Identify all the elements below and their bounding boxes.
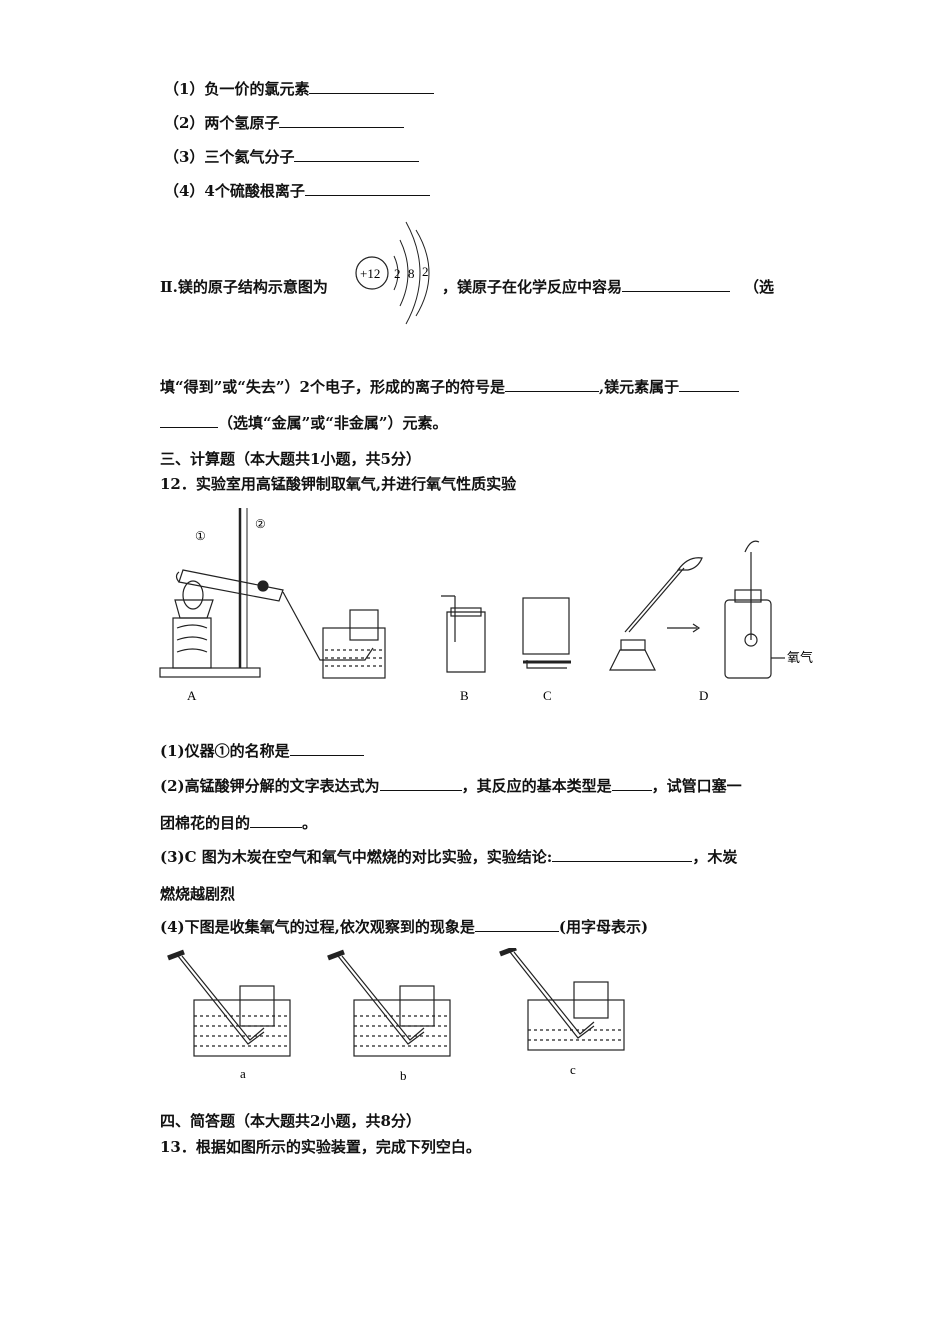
label-circle-2: ② [255, 517, 266, 531]
answer-blank[interactable] [304, 181, 430, 196]
sub-1-text: (1)仪器①的名称是 [160, 742, 290, 760]
fig-label-d: D [699, 688, 708, 703]
mg-line-3: （选填“金属”或“非金属”）元素。 [160, 412, 448, 433]
shell-3-count: 2 [422, 264, 429, 279]
q3-text: （3）三个氦气分子 [164, 148, 295, 166]
sub-3: (3)C 图为木炭在空气和氧气中燃烧的对比实验，实验结论: ，木炭 [160, 846, 737, 867]
shell-1-count: 2 [394, 266, 401, 281]
answer-blank[interactable] [250, 813, 303, 828]
sub-2-text-a: (2)高锰酸钾分解的文字表达式为 [160, 777, 380, 795]
q4-text: （4）4个硫酸根离子 [164, 182, 305, 200]
collection-label-b: b [400, 1068, 407, 1083]
answer-blank[interactable] [294, 147, 420, 162]
water-trough [322, 627, 386, 679]
q2-text: （2）两个氢原子 [164, 114, 280, 132]
sub-4-text-b: (用字母表示) [558, 918, 649, 936]
mg-line2b: ,镁元素属于 [598, 378, 680, 396]
apparatus-b [441, 595, 486, 673]
answer-blank[interactable] [622, 277, 731, 292]
flame [182, 580, 204, 610]
question-4-line: （4）4个硫酸根离子 [164, 180, 430, 201]
collection-label-a: a [240, 1066, 246, 1081]
fig-label-c: C [543, 688, 552, 703]
shell-arc-3 [405, 221, 421, 325]
mg-tail: （选 [744, 278, 775, 296]
answer-blank[interactable] [160, 413, 218, 428]
answer-blank[interactable] [474, 917, 559, 932]
oxygen-label: 氧气 [787, 650, 813, 665]
sub-2-text-b: ，其反应的基本类型是 [461, 777, 612, 795]
shell-arc-4 [415, 229, 430, 317]
answer-blank[interactable] [289, 741, 364, 756]
fig-label-a: A [187, 688, 197, 703]
question-2-line: （2）两个氢原子 [164, 112, 405, 133]
mg-prefix: Ⅱ.镁的原子结构示意图为 [160, 278, 328, 296]
collection-b [327, 949, 451, 1057]
sub-2-text-d: 团棉花的目的 [160, 814, 251, 832]
mg-suffix-line: ，镁原子在化学反应中容易 （选 [442, 276, 774, 297]
sub-2: (2)高锰酸钾分解的文字表达式为 ，其反应的基本类型是 ，试管口塞一 [160, 775, 742, 796]
mg-line2a: 填“得到”或“失去”）2个电子，形成的离子的符号是 [160, 378, 505, 396]
clamp [257, 580, 269, 592]
apparatus-c [522, 597, 571, 669]
label-circle-1: ① [195, 529, 206, 543]
stand-base [159, 667, 261, 678]
sub-3-cont: 燃烧越剧烈 [160, 885, 236, 903]
test-tube [178, 569, 284, 602]
nucleus-circle [355, 256, 389, 290]
q1-text: （1）负一价的氯元素 [164, 80, 310, 98]
sub-4-text-a: (4)下图是收集氧气的过程,依次观察到的现象是 [160, 918, 475, 936]
apparatus-a [159, 508, 386, 679]
nucleus-label: +12 [360, 266, 380, 281]
collection-c [499, 948, 625, 1051]
apparatus-figure: A ① ② B C D 氧气 [159, 508, 813, 703]
alcohol-lamp [174, 599, 214, 619]
mg-suffix: ，镁原子在化学反应中容易 [442, 278, 623, 296]
sub-1: (1)仪器①的名称是 [160, 740, 364, 761]
sub-3-text-b: ，木炭 [692, 848, 738, 866]
collection-figure: a b c [167, 948, 625, 1083]
collection-bottle [349, 609, 379, 641]
shell-arc-2 [399, 239, 409, 307]
question-3-line: （3）三个氦气分子 [164, 146, 420, 167]
section-3-heading: 三、计算题（本大题共1小题，共5分） [160, 450, 421, 468]
mg-line3: （选填“金属”或“非金属”）元素。 [218, 414, 448, 432]
delivery-tube [282, 591, 374, 661]
question-13: 13．根据如图所示的实验装置，完成下列空白。 [160, 1138, 481, 1156]
shell-arc-1 [393, 255, 399, 291]
question-12: 12．实验室用高锰酸钾制取氧气,并进行氧气性质实验 [160, 475, 517, 493]
answer-blank[interactable] [504, 377, 599, 392]
mg-atom-diagram: +12 2 8 2 [355, 221, 430, 325]
answer-blank[interactable] [679, 377, 740, 392]
sub-4: (4)下图是收集氧气的过程,依次观察到的现象是 (用字母表示) [160, 916, 648, 937]
answer-blank[interactable] [379, 776, 462, 791]
sub-2-text-e: 。 [302, 814, 318, 832]
answer-blank[interactable] [611, 776, 652, 791]
fig-label-b: B [460, 688, 469, 703]
sub-2-cont: 团棉花的目的 。 [160, 812, 317, 833]
sub-3-text-a: (3)C 图为木炭在空气和氧气中燃烧的对比实验，实验结论: [160, 848, 553, 866]
shell-2-count: 8 [408, 266, 415, 281]
answer-blank[interactable] [279, 113, 405, 128]
collection-label-c: c [570, 1062, 576, 1077]
answer-blank[interactable] [552, 847, 693, 862]
mg-line-2: 填“得到”或“失去”）2个电子，形成的离子的符号是 ,镁元素属于 [160, 376, 740, 397]
cotton [175, 571, 180, 583]
section-4-heading: 四、简答题（本大题共2小题，共8分） [160, 1112, 421, 1130]
sub-2-text-c: ，试管口塞一 [651, 777, 742, 795]
apparatus-d [609, 540, 785, 679]
question-1-line: （1）负一价的氯元素 [164, 78, 435, 99]
answer-blank[interactable] [309, 79, 435, 94]
collection-a [167, 949, 291, 1057]
